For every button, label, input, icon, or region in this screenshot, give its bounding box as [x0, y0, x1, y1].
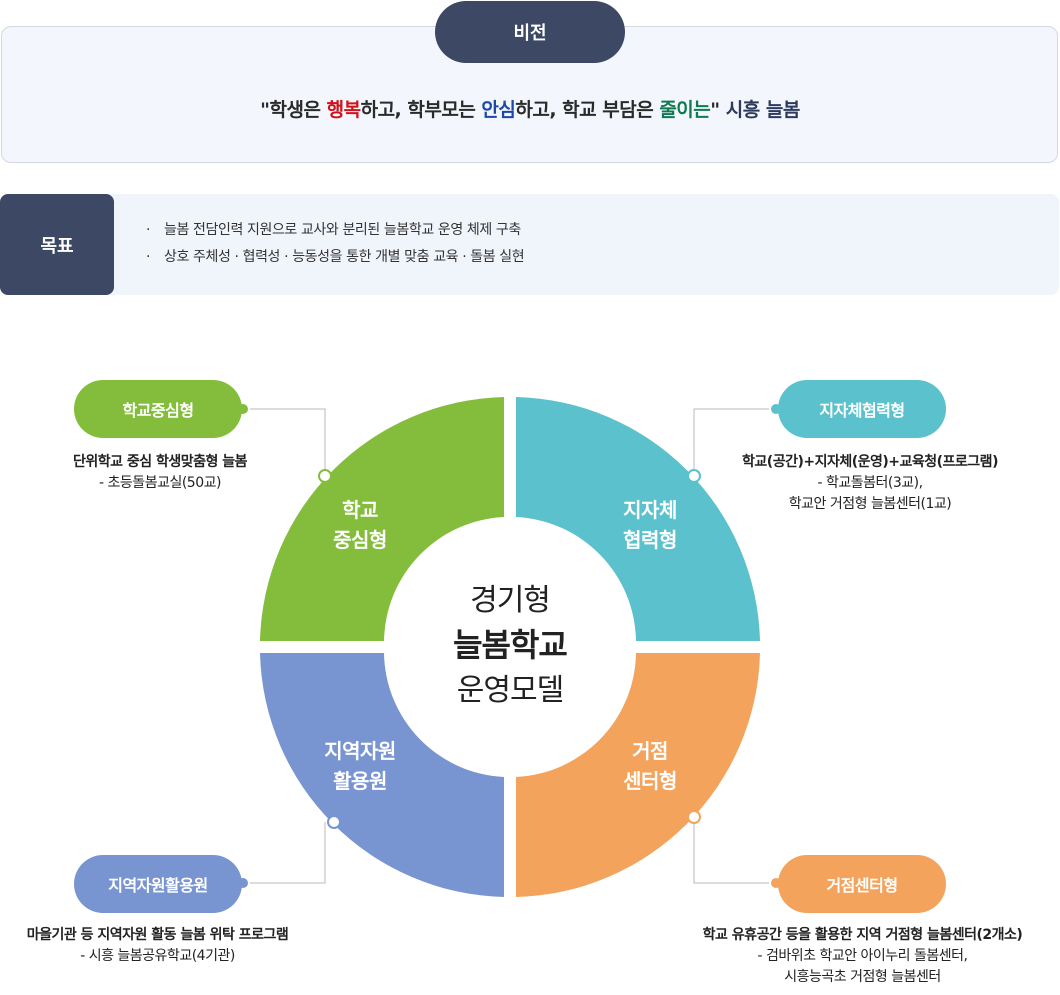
goal-list: · 늘봄 전담인력 지원으로 교사와 분리된 늘봄학교 운영 체제 구축 · 상호 … [146, 217, 525, 271]
segment-label-line: 거점 [632, 739, 668, 763]
segment-label-hub-center: 거점 센터형 [585, 736, 715, 796]
segment-label-line: 학교 [342, 498, 378, 522]
goal-item-text: 상호 주체성 · 협력성 · 능동성을 통한 개별 맞춤 교육 · 돌봄 실현 [164, 249, 525, 265]
connector-line [693, 817, 776, 884]
type-pill-hub-center: 거점센터형 [778, 855, 946, 913]
connector-line [693, 408, 776, 476]
description-lead: 마을기관 등 지역자원 활동 늘봄 위탁 프로그램 [26, 927, 289, 943]
connector-dot [327, 815, 341, 829]
connector-dot [318, 469, 332, 483]
segment-local-gov-cooperative [516, 397, 760, 641]
quote-part: "학생은 [260, 99, 327, 121]
segment-label-line: 활용원 [333, 769, 387, 793]
type-description-school-centered: 단위학교 중심 학생맞춤형 늘봄 - 초등돌봄교실(50교) [20, 452, 300, 494]
type-description-local-gov: 학교(공간)+지자체(운영)+교육청(프로그램) - 학교돌봄터(3교), 학교… [690, 452, 1050, 515]
segment-label-local-gov: 지자체 협력형 [585, 495, 715, 555]
connector-dot [687, 810, 701, 824]
keyword-reduce: 줄이는 [659, 99, 711, 121]
connector-line [243, 822, 326, 884]
bullet-icon: · [146, 222, 151, 238]
bullet-icon: · [146, 249, 151, 265]
keyword-relief: 안심 [481, 99, 516, 121]
goal-item-text: 늘봄 전담인력 지원으로 교사와 분리된 늘봄학교 운영 체제 구축 [164, 222, 521, 238]
model-title: 경기형 늘봄학교 운영모델 [410, 578, 610, 713]
segment-label-line: 협력형 [623, 528, 677, 552]
vision-statement: "학생은 행복하고, 학부모는 안심하고, 학교 부담은 줄이는" 시흥 늘봄 [0, 95, 1060, 122]
segment-hub-center [516, 653, 760, 897]
brand-name: 시흥 늘봄 [725, 99, 801, 121]
type-pill-local-resources: 지역자원활용원 [74, 855, 242, 913]
segment-label-school-centered: 학교 중심형 [295, 495, 425, 555]
goal-item: · 늘봄 전담인력 지원으로 교사와 분리된 늘봄학교 운영 체제 구축 [146, 217, 524, 244]
description-detail: - 검바위초 학교안 아이누리 돌봄센터, [757, 948, 968, 964]
segment-label-line: 센터형 [623, 769, 677, 793]
goal-label: 목표 [0, 194, 114, 295]
segment-label-line: 중심형 [333, 528, 387, 552]
description-lead: 학교 유휴공간 등을 활용한 지역 거점형 늘봄센터(2개소) [702, 927, 1023, 943]
description-detail: - 시흥 늘봄공유학교(4기관) [80, 948, 235, 964]
description-lead: 학교(공간)+지자체(운영)+교육청(프로그램) [742, 454, 998, 470]
type-description-hub-center: 학교 유휴공간 등을 활용한 지역 거점형 늘봄센터(2개소) - 검바위초 학… [665, 925, 1060, 988]
segment-label-local-resources: 지역자원 활용원 [290, 736, 430, 796]
type-pill-local-gov: 지자체협력형 [778, 380, 946, 438]
segment-local-resources [260, 653, 504, 897]
description-detail: - 학교돌봄터(3교), [817, 475, 923, 491]
segment-label-line: 지역자원 [324, 739, 396, 763]
description-detail: 시흥능곡초 거점형 늘봄센터 [784, 969, 941, 985]
connector-dot [687, 469, 701, 483]
description-lead: 단위학교 중심 학생맞춤형 늘봄 [72, 454, 248, 470]
vision-label: 비전 [435, 1, 625, 63]
segment-school-centered [260, 397, 504, 641]
connector-line [243, 408, 326, 476]
description-detail: 학교안 거점형 늘봄센터(1교) [788, 496, 952, 512]
quote-part: 하고, 학부모는 [360, 99, 482, 121]
model-title-line: 운영모델 [456, 673, 564, 708]
description-detail: - 초등돌봄교실(50교) [99, 475, 221, 491]
quote-part: " [710, 99, 726, 121]
segment-label-line: 지자체 [623, 498, 677, 522]
goal-item: · 상호 주체성 · 협력성 · 능동성을 통한 개별 맞춤 교육 · 돌봄 실현 [146, 244, 525, 271]
quote-part: 하고, 학교 부담은 [515, 99, 660, 121]
model-title-line: 경기형 [470, 583, 551, 618]
goal-panel [0, 194, 1059, 295]
type-pill-school-centered: 학교중심형 [74, 380, 242, 438]
model-title-line: 늘봄학교 [453, 626, 568, 664]
type-description-local-resources: 마을기관 등 지역자원 활동 늘봄 위탁 프로그램 - 시흥 늘봄공유학교(4기… [0, 925, 315, 967]
keyword-happiness: 행복 [326, 99, 361, 121]
